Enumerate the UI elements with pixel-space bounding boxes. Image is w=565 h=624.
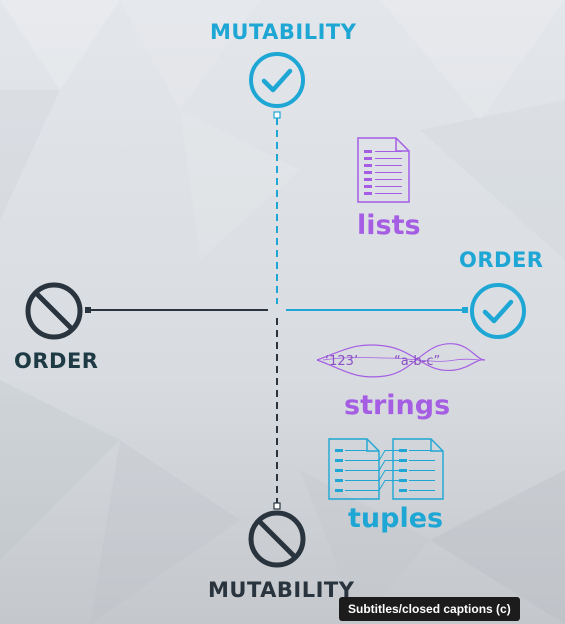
wave-string-icon [316, 343, 486, 378]
no-entry-icon [248, 510, 306, 568]
top-axis-label: MUTABILITY [210, 20, 357, 44]
check-circle-icon [249, 52, 305, 108]
tuples-label: tuples [348, 503, 444, 534]
paired-documents-icon [328, 438, 444, 500]
lists-label: lists [357, 210, 421, 241]
no-entry-icon [25, 282, 83, 340]
string-example-1: ‘123’ [325, 354, 359, 369]
right-axis-label: ORDER [459, 248, 544, 272]
left-axis-label: ORDER [14, 349, 99, 373]
string-example-2: “a-b-c” [394, 354, 441, 369]
bottom-axis-label: MUTABILITY [208, 578, 355, 602]
strings-label: strings [344, 390, 451, 421]
document-list-icon [357, 137, 410, 203]
check-circle-icon [470, 283, 526, 339]
captions-tooltip: Subtitles/closed captions (c) [339, 597, 520, 621]
